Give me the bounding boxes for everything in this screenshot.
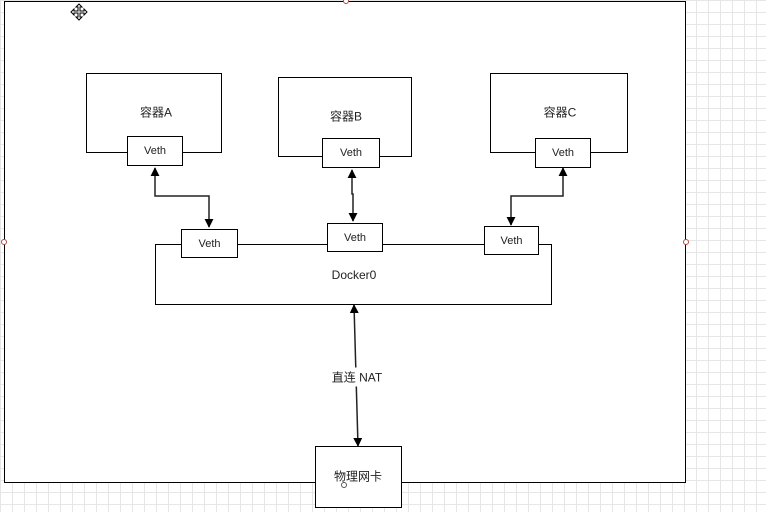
physical-nic-label: 物理网卡 <box>333 469 383 484</box>
resize-handle-top[interactable] <box>343 0 349 4</box>
container-c-label: 容器C <box>543 105 577 120</box>
container-b-veth[interactable]: Veth <box>322 138 380 168</box>
link-c <box>506 167 568 226</box>
bridge-veth-a[interactable]: Veth <box>181 229 238 258</box>
bridge-veth-b[interactable]: Veth <box>327 223 383 252</box>
physical-nic-box[interactable] <box>315 446 402 508</box>
container-a-veth[interactable]: Veth <box>127 136 183 166</box>
container-a-label: 容器A <box>139 105 173 120</box>
bridge-veth-c[interactable]: Veth <box>484 226 539 255</box>
link-a <box>150 167 214 228</box>
container-b-label: 容器B <box>329 109 363 124</box>
nat-link-label: 直连 NAT <box>329 367 385 387</box>
resize-handle-right[interactable] <box>683 239 689 245</box>
link-b <box>347 169 358 222</box>
docker0-label: Docker0 <box>331 268 377 282</box>
resize-handle-left[interactable] <box>1 239 7 245</box>
container-c-veth[interactable]: Veth <box>535 138 591 168</box>
connection-point-icon[interactable] <box>341 482 347 488</box>
move-cursor-icon[interactable] <box>70 3 88 21</box>
